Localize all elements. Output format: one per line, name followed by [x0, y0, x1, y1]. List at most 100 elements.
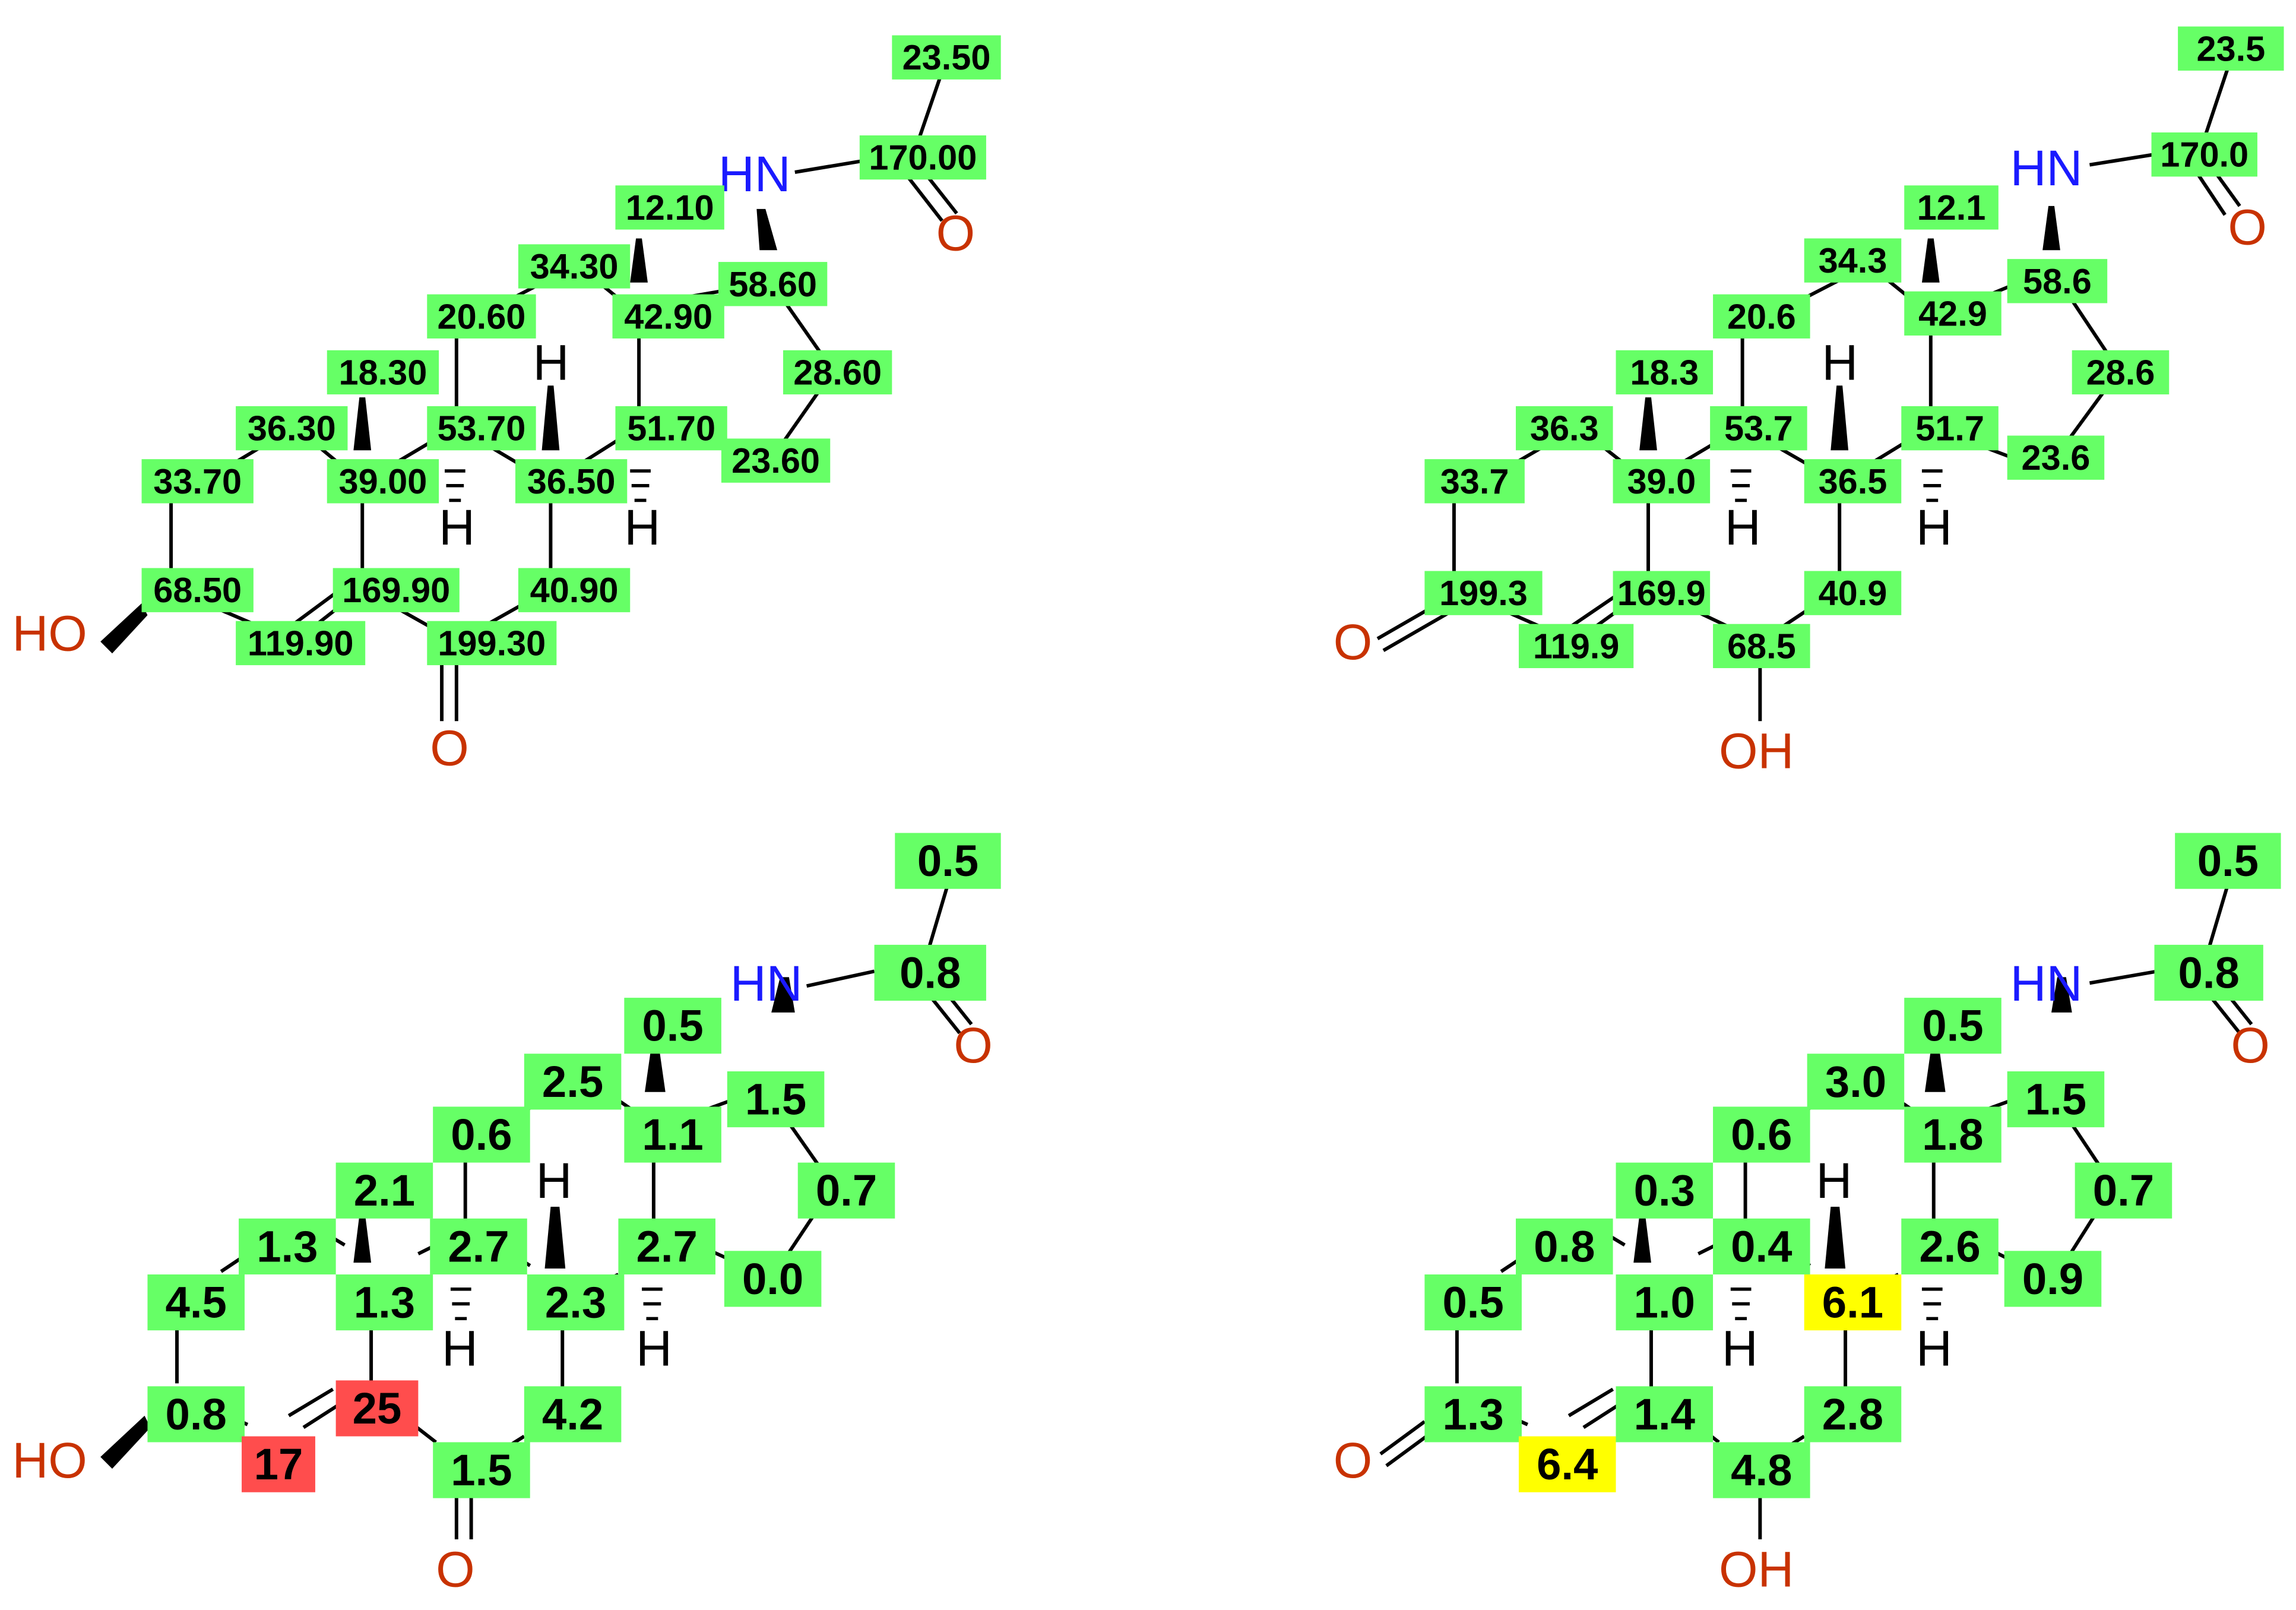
shift-label-text: 170.00	[869, 138, 977, 178]
shift-label-text: 0.9	[2022, 1254, 2083, 1304]
shift-label-text: 0.8	[1534, 1222, 1595, 1271]
amide-oxygen-label: O	[954, 1017, 993, 1073]
shift-label-box	[2178, 26, 2284, 71]
shift-label-box	[895, 833, 1001, 889]
shift-label-box	[518, 568, 631, 612]
shift-label-text: 53.7	[1724, 409, 1793, 448]
hydrogen-label: H	[1722, 1321, 1758, 1377]
shift-label-text: 0.7	[2093, 1166, 2154, 1215]
shift-label-box	[427, 406, 536, 451]
shift-label-box	[1713, 294, 1810, 339]
shift-label-box	[797, 1162, 895, 1219]
hydroxyl-oxygen-label: OH	[1719, 723, 1794, 779]
shift-label-c1: 23.50	[892, 35, 1001, 80]
shift-label-c14: 1.3	[335, 1274, 433, 1331]
shift-label-box	[1424, 1274, 1522, 1331]
shift-label-c6: 42.9	[1904, 291, 2002, 336]
amide-oxygen-label: O	[2231, 1017, 2270, 1073]
shift-label-c2: 170.00	[859, 135, 986, 180]
shift-label-text: 2.7	[448, 1222, 509, 1271]
shift-label-box	[427, 621, 557, 666]
hydrogen-label: H	[1916, 499, 1952, 555]
shift-label-box	[327, 459, 439, 504]
shift-label-box	[1904, 291, 2002, 336]
shift-label-text: 39.0	[1627, 461, 1696, 501]
shift-label-text: 1.1	[642, 1110, 703, 1159]
shift-label-text: 170.0	[2160, 135, 2249, 175]
shift-label-c6: 1.1	[624, 1106, 721, 1163]
shift-label-box	[433, 1442, 530, 1498]
shift-label-box	[236, 621, 366, 666]
shift-label-box	[1616, 1274, 1714, 1331]
shift-label-text: 23.50	[902, 37, 991, 77]
shift-label-c13: 0.5	[1424, 1274, 1522, 1331]
shift-label-text: 34.3	[1819, 241, 1888, 280]
shift-label-c9: 18.30	[327, 350, 439, 395]
shift-label-box	[892, 35, 1001, 80]
shift-label-text: 6.4	[1537, 1440, 1598, 1489]
shift-label-c12: 51.70	[615, 406, 727, 451]
hydrogen-label: H	[1916, 1321, 1952, 1377]
shift-label-box	[518, 244, 631, 289]
shift-label-c11: 0.4	[1713, 1218, 1810, 1274]
shift-label-c19: 2.8	[1804, 1386, 1902, 1443]
shift-label-c14: 39.0	[1613, 459, 1711, 504]
shift-label-text: 42.9	[1918, 293, 1987, 333]
shift-label-box	[874, 944, 986, 1001]
shift-label-c13: 4.5	[147, 1274, 245, 1331]
shift-label-box	[1804, 571, 1902, 615]
shift-label-c18: 169.9	[1613, 571, 1711, 615]
shift-label-c4: 34.3	[1804, 238, 1902, 283]
shift-label-c5: 58.60	[718, 262, 828, 306]
shift-label-text: 58.60	[729, 264, 817, 304]
wedges	[1639, 205, 2060, 451]
shift-label-c21: 4.8	[1713, 1442, 1810, 1498]
shift-label-text: 18.3	[1630, 352, 1699, 392]
shift-label-text: 2.7	[636, 1222, 698, 1271]
shift-label-c3: 12.1	[1904, 185, 1999, 230]
shift-label-box	[2004, 1251, 2102, 1307]
shift-label-text: 36.50	[527, 461, 616, 501]
shift-label-box	[1901, 406, 1999, 451]
shift-label-text: 0.8	[2178, 948, 2239, 997]
nitrogen-label: HN	[730, 956, 803, 1011]
shift-label-text: 20.60	[438, 296, 526, 336]
shift-label-c5: 1.5	[2007, 1071, 2105, 1128]
shift-label-c1: 0.5	[2175, 833, 2281, 889]
shift-label-c4: 34.30	[518, 244, 631, 289]
shift-label-box	[1713, 1442, 1810, 1498]
shift-label-c18: 25	[335, 1380, 419, 1437]
shift-label-box	[615, 185, 724, 230]
shift-label-text: 20.6	[1727, 296, 1796, 336]
shift-label-box	[2007, 259, 2108, 303]
shift-label-text: 1.5	[745, 1075, 806, 1124]
shift-label-text: 1.0	[1634, 1278, 1695, 1327]
shift-label-c2: 170.0	[2151, 132, 2257, 177]
hydroxyl-oxygen-label: OH	[1719, 1541, 1794, 1597]
shift-label-text: 1.3	[256, 1222, 318, 1271]
shift-label-c7: 0.6	[433, 1106, 530, 1163]
shift-label-text: 33.7	[1440, 461, 1509, 501]
shift-label-box	[2072, 350, 2170, 395]
keto-oxygen-label: O	[1334, 614, 1373, 670]
shift-label-box	[1807, 1054, 1905, 1110]
shift-label-text: 4.2	[542, 1390, 603, 1439]
shift-label-text: 68.50	[153, 570, 242, 610]
shift-label-box	[1710, 406, 1807, 451]
shift-label-box	[859, 135, 986, 180]
shift-label-c16: 23.6	[2007, 435, 2105, 480]
shift-label-box	[335, 1380, 419, 1437]
hydroxyl-oxygen-label: HO	[12, 1432, 87, 1488]
shift-label-c7: 0.6	[1713, 1106, 1810, 1163]
shift-label-text: 23.6	[2022, 438, 2091, 477]
shift-label-text: 33.70	[153, 461, 242, 501]
shift-label-box	[1713, 1106, 1810, 1163]
shift-label-box	[1904, 185, 1999, 230]
shift-label-text: 2.8	[1822, 1390, 1883, 1439]
shift-label-c2: 0.8	[2154, 944, 2263, 1001]
shift-label-box	[1518, 1436, 1616, 1492]
shift-label-c18: 169.90	[332, 568, 460, 612]
panel-top-right: O OH HN O H H H 23.5170.012.134.358.642.…	[1334, 26, 2284, 779]
hydroxyl-oxygen-label: HO	[12, 605, 87, 661]
